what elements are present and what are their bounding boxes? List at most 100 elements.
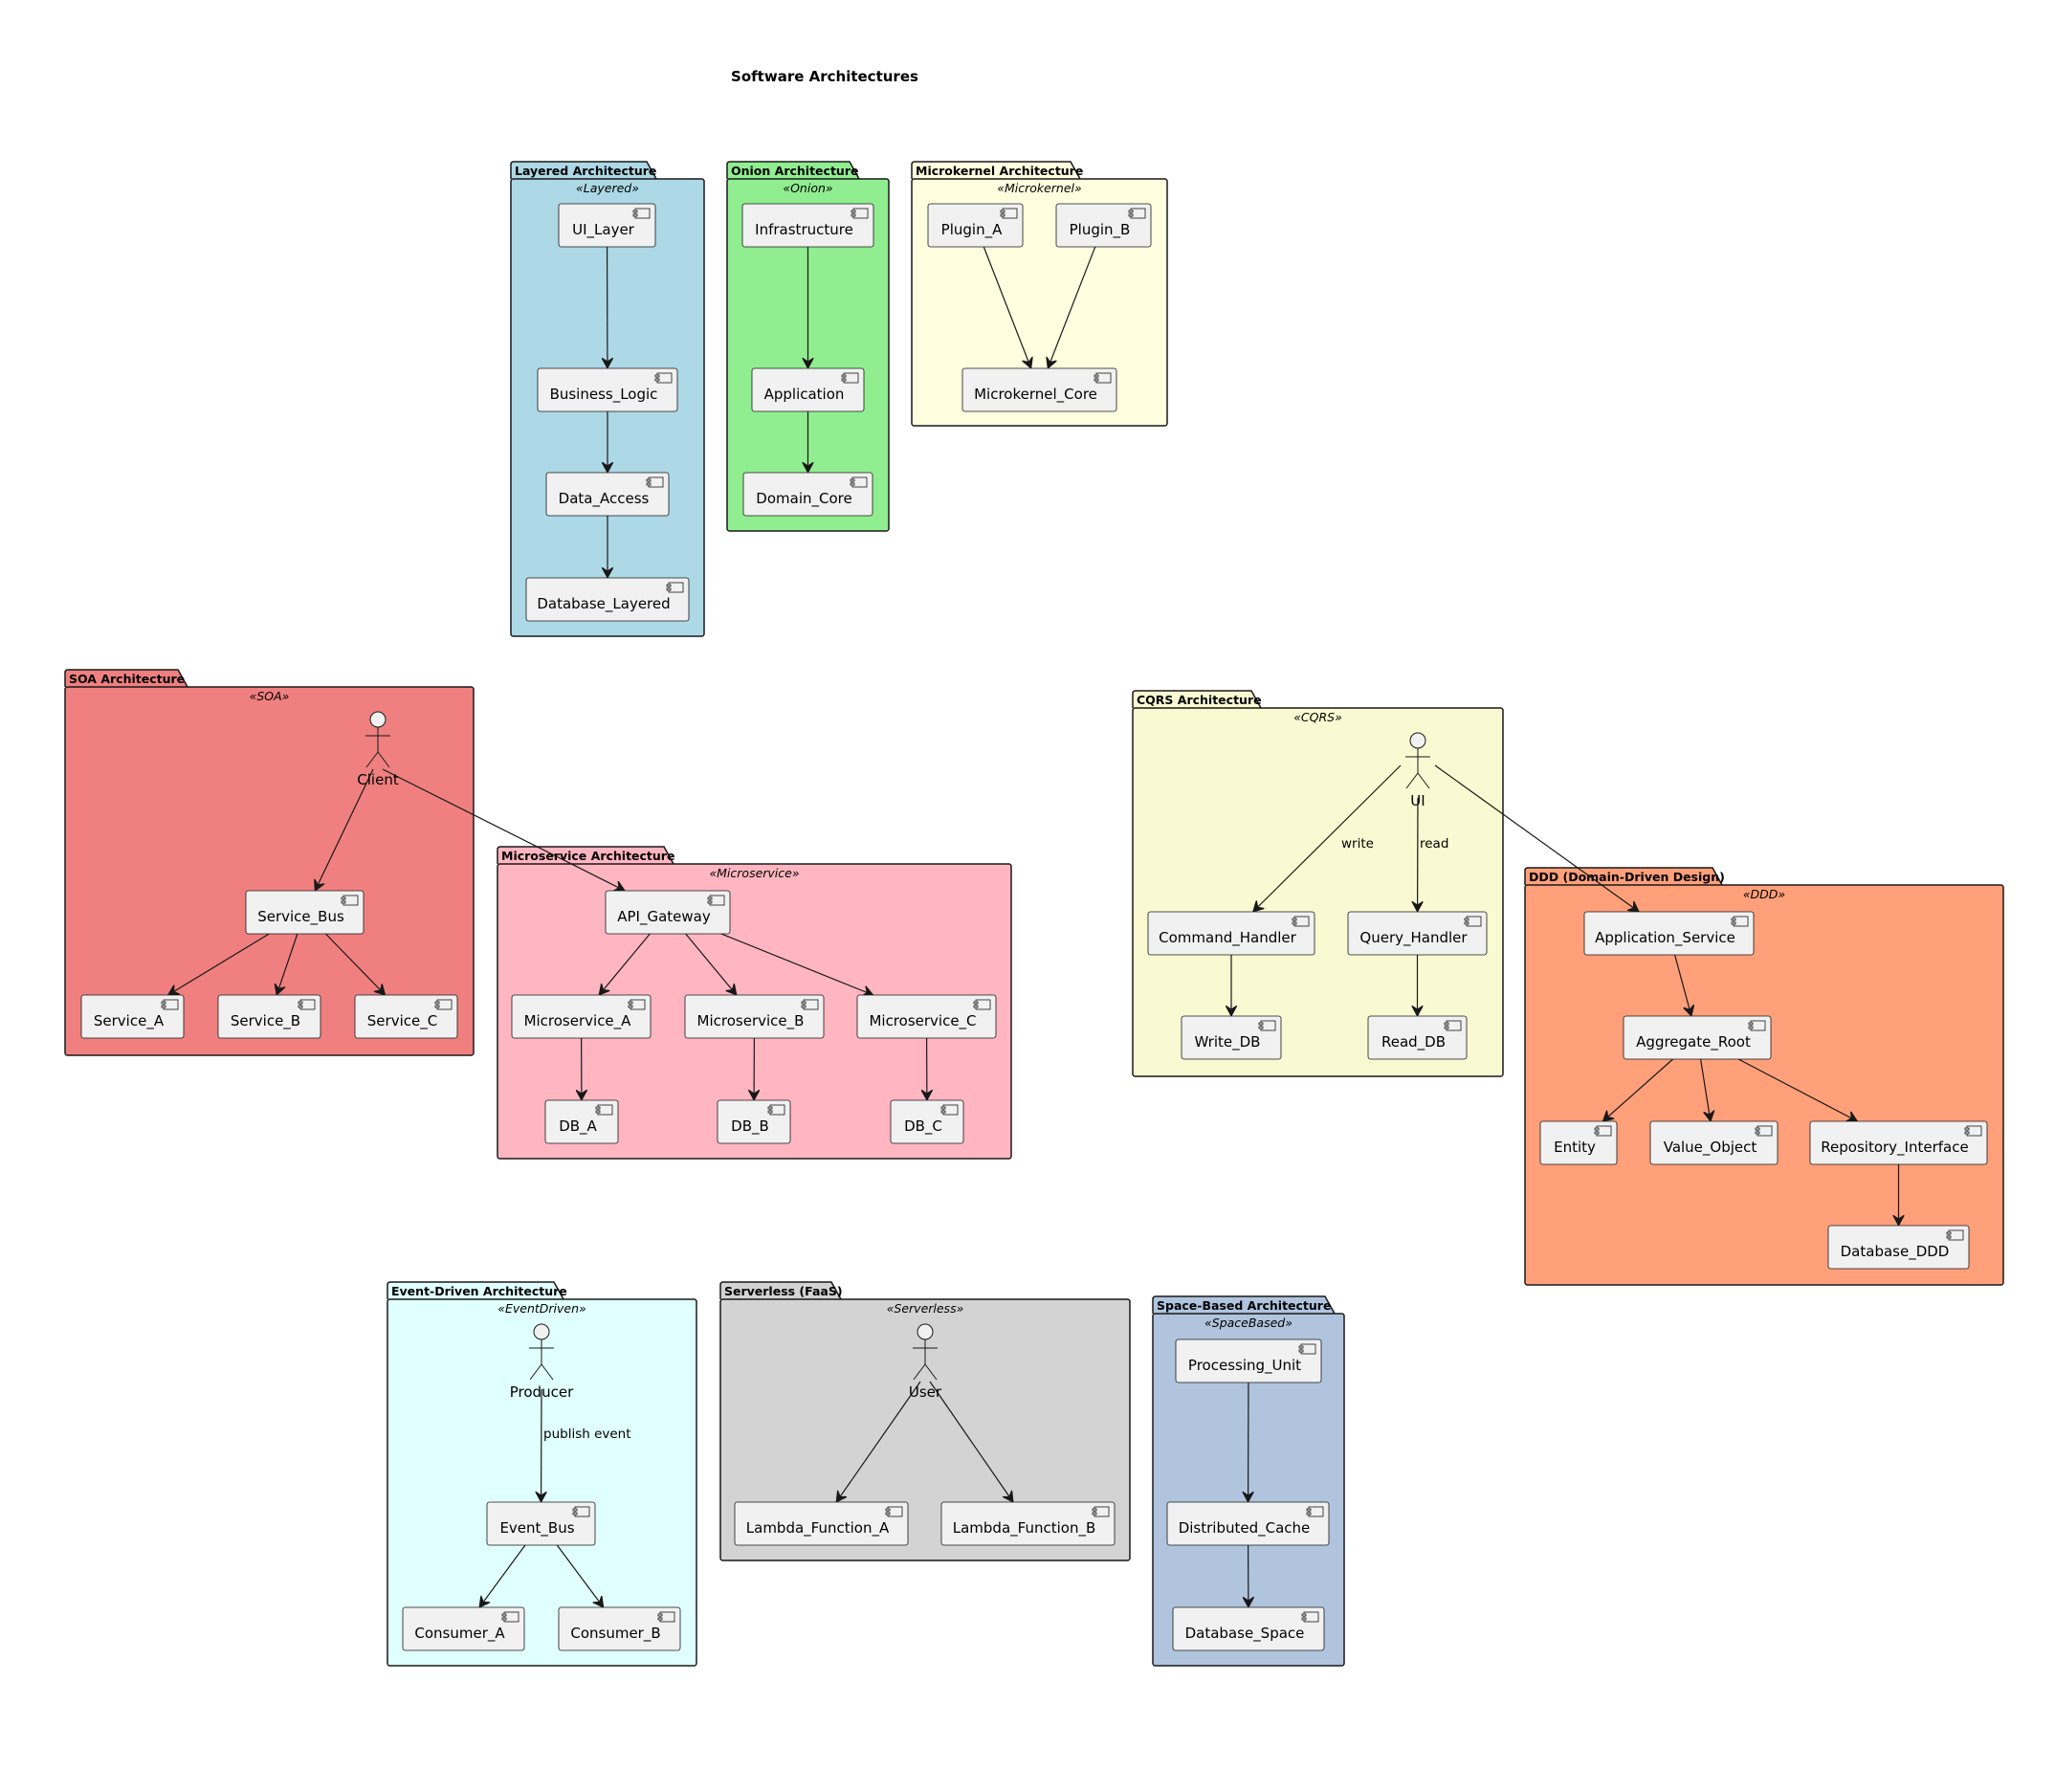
component-label: DB_B [731, 1117, 769, 1136]
component-label: Value_Object [1664, 1139, 1757, 1157]
package-stereotype: «Onion» [783, 181, 832, 195]
component-icon [842, 373, 858, 383]
component-database-layered: Database_Layered [526, 578, 689, 621]
component-label: Data_Access [559, 490, 650, 508]
component-label: Database_DDD [1841, 1243, 1950, 1261]
component-label: Service_B [231, 1012, 300, 1030]
component-icon [1445, 1021, 1461, 1030]
component-icon [974, 1000, 990, 1009]
package-title: Microkernel Architecture [916, 164, 1083, 178]
component-service-b: Service_B [218, 995, 320, 1038]
actor-head-icon [370, 712, 386, 727]
component-icon [1094, 373, 1111, 383]
component-command-handler: Command_Handler [1148, 912, 1315, 955]
component-icon [342, 896, 358, 905]
component-label: Lambda_Function_B [953, 1519, 1096, 1538]
actor-label: Client [357, 771, 399, 788]
component-icon [596, 1105, 612, 1115]
component-icon [1299, 1344, 1315, 1354]
component-label: Microservice_B [697, 1012, 805, 1030]
component-plugin-a: Plugin_A [928, 204, 1023, 247]
component-label: Application_Service [1595, 929, 1735, 947]
package-title: CQRS Architecture [1137, 693, 1262, 707]
component-label: API_Gateway [617, 908, 711, 926]
component-icon [708, 896, 724, 905]
component-microservice-c: Microservice_C [857, 995, 996, 1038]
component-label: Processing_Unit [1188, 1357, 1301, 1375]
component-service-a: Service_A [81, 995, 184, 1038]
component-label: Service_A [94, 1012, 165, 1030]
component-icon [573, 1507, 589, 1516]
package-stereotype: «Layered» [576, 181, 639, 195]
component-label: Read_DB [1381, 1033, 1446, 1051]
component-label: Microservice_C [869, 1012, 976, 1030]
component-api-gateway: API_Gateway [606, 891, 730, 934]
edge-label: read [1420, 836, 1448, 852]
component-label: Repository_Interface [1821, 1139, 1968, 1157]
component-service-bus: Service_Bus [246, 891, 364, 934]
component-label: Consumer_A [414, 1625, 505, 1643]
component-application: Application [752, 368, 864, 411]
component-microkernel-core: Microkernel_Core [962, 368, 1116, 411]
component-label: Aggregate_Root [1636, 1033, 1751, 1051]
component-icon [162, 1000, 178, 1009]
component-icon [502, 1612, 519, 1622]
component-icon [1129, 209, 1145, 218]
component-icon [851, 209, 868, 218]
component-icon [1307, 1507, 1323, 1516]
package-stereotype: «EventDriven» [497, 1301, 586, 1316]
component-icon [886, 1507, 902, 1516]
component-label: Microkernel_Core [974, 386, 1097, 404]
package-stereotype: «SpaceBased» [1204, 1316, 1293, 1330]
component-data-access: Data_Access [546, 473, 669, 516]
actor-label: Producer [510, 1383, 574, 1401]
component-icon [768, 1105, 784, 1115]
actor-head-icon [534, 1324, 549, 1339]
component-label: Distributed_Cache [1179, 1519, 1311, 1538]
component-label: DB_A [559, 1117, 597, 1136]
package-title: DDD (Domain-Driven Design) [1529, 870, 1725, 884]
component-icon [647, 477, 663, 487]
package-stereotype: «Microservice» [709, 866, 799, 880]
component-icon [1302, 1612, 1318, 1622]
component-icon [851, 477, 867, 487]
component-database-space: Database_Space [1173, 1607, 1324, 1650]
component-icon [1749, 1021, 1765, 1030]
component-label: UI_Layer [572, 221, 635, 239]
component-label: Write_DB [1195, 1033, 1261, 1051]
component-label: Database_Layered [537, 595, 670, 613]
component-icon [655, 373, 672, 383]
component-business-logic: Business_Logic [538, 368, 677, 411]
component-label: Lambda_Function_A [746, 1519, 890, 1538]
component-lambda-function-a: Lambda_Function_A [735, 1502, 908, 1545]
component-label: Consumer_B [570, 1625, 660, 1643]
component-db-c: DB_C [891, 1100, 963, 1143]
component-label: Service_Bus [257, 908, 344, 926]
component-lambda-function-b: Lambda_Function_B [941, 1502, 1115, 1545]
component-ui-layer: UI_Layer [559, 204, 655, 247]
actor-head-icon [1410, 733, 1425, 748]
component-consumer-a: Consumer_A [403, 1607, 524, 1650]
component-processing-unit: Processing_Unit [1176, 1339, 1321, 1383]
component-distributed-cache: Distributed_Cache [1167, 1502, 1329, 1545]
component-label: Entity [1554, 1139, 1596, 1156]
component-label: DB_C [904, 1117, 942, 1136]
component-icon [1093, 1507, 1109, 1516]
component-microservice-b: Microservice_B [685, 995, 824, 1038]
component-icon [1756, 1126, 1772, 1136]
component-icon [298, 1000, 315, 1009]
actor-head-icon [917, 1324, 933, 1339]
component-write-db: Write_DB [1182, 1016, 1281, 1059]
component-label: Command_Handler [1159, 929, 1296, 947]
component-label: Query_Handler [1359, 929, 1468, 947]
component-application-service: Application_Service [1584, 912, 1754, 955]
package-stereotype: «SOA» [250, 689, 290, 703]
component-icon [667, 583, 683, 592]
component-icon [941, 1105, 958, 1115]
component-label: Microservice_A [524, 1012, 632, 1030]
actor-label: UI [1410, 792, 1425, 809]
component-query-handler: Query_Handler [1348, 912, 1487, 955]
package-stereotype: «Microkernel» [997, 181, 1082, 195]
